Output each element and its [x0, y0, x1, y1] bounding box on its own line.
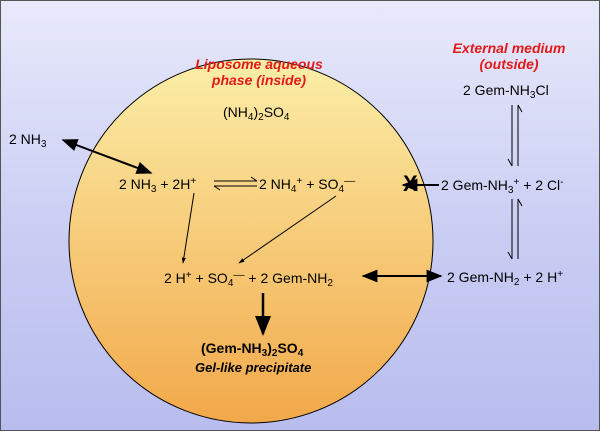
external-ammonia-label: 2 NH3	[9, 131, 47, 150]
external-equilibrium-arrows-top	[507, 104, 523, 167]
external-equilibrium-arrows-bottom	[507, 198, 523, 260]
precipitate-formula: (Gem-NH3)2SO4	[201, 340, 304, 359]
ammonia-proton-equation: 2 NH3 + 2H+	[119, 176, 197, 195]
ammonium-sulfate-ions: 2 NH4+ + SO4––	[259, 176, 356, 195]
gel-precipitate-label: Gel-like precipitate	[195, 360, 312, 375]
sulfate-arrow	[238, 195, 337, 264]
gemcitabine-base-label: 2 Gem-NH2 + 2 H+	[447, 269, 564, 288]
gemcitabine-cation-label: 2 Gem-NH3+ + 2 Cl-	[441, 177, 564, 196]
outside-title: External medium (outside)	[452, 40, 566, 72]
liposome-circle	[68, 58, 434, 424]
ammonium-sulfate-label: (NH4)2SO4	[223, 104, 290, 123]
inside-title: Liposome aqueous phase (inside)	[195, 56, 323, 88]
nh3-exchange-arrow	[61, 139, 153, 174]
inner-reaction-equation: 2 H+ + SO4–– + 2 Gem-NH2	[164, 270, 333, 289]
inner-equilibrium-arrows	[213, 176, 258, 191]
block-mark: X	[403, 171, 418, 196]
gemcitabine-hcl-label: 2 Gem-NH3Cl	[463, 82, 549, 101]
proton-arrow	[181, 192, 195, 264]
